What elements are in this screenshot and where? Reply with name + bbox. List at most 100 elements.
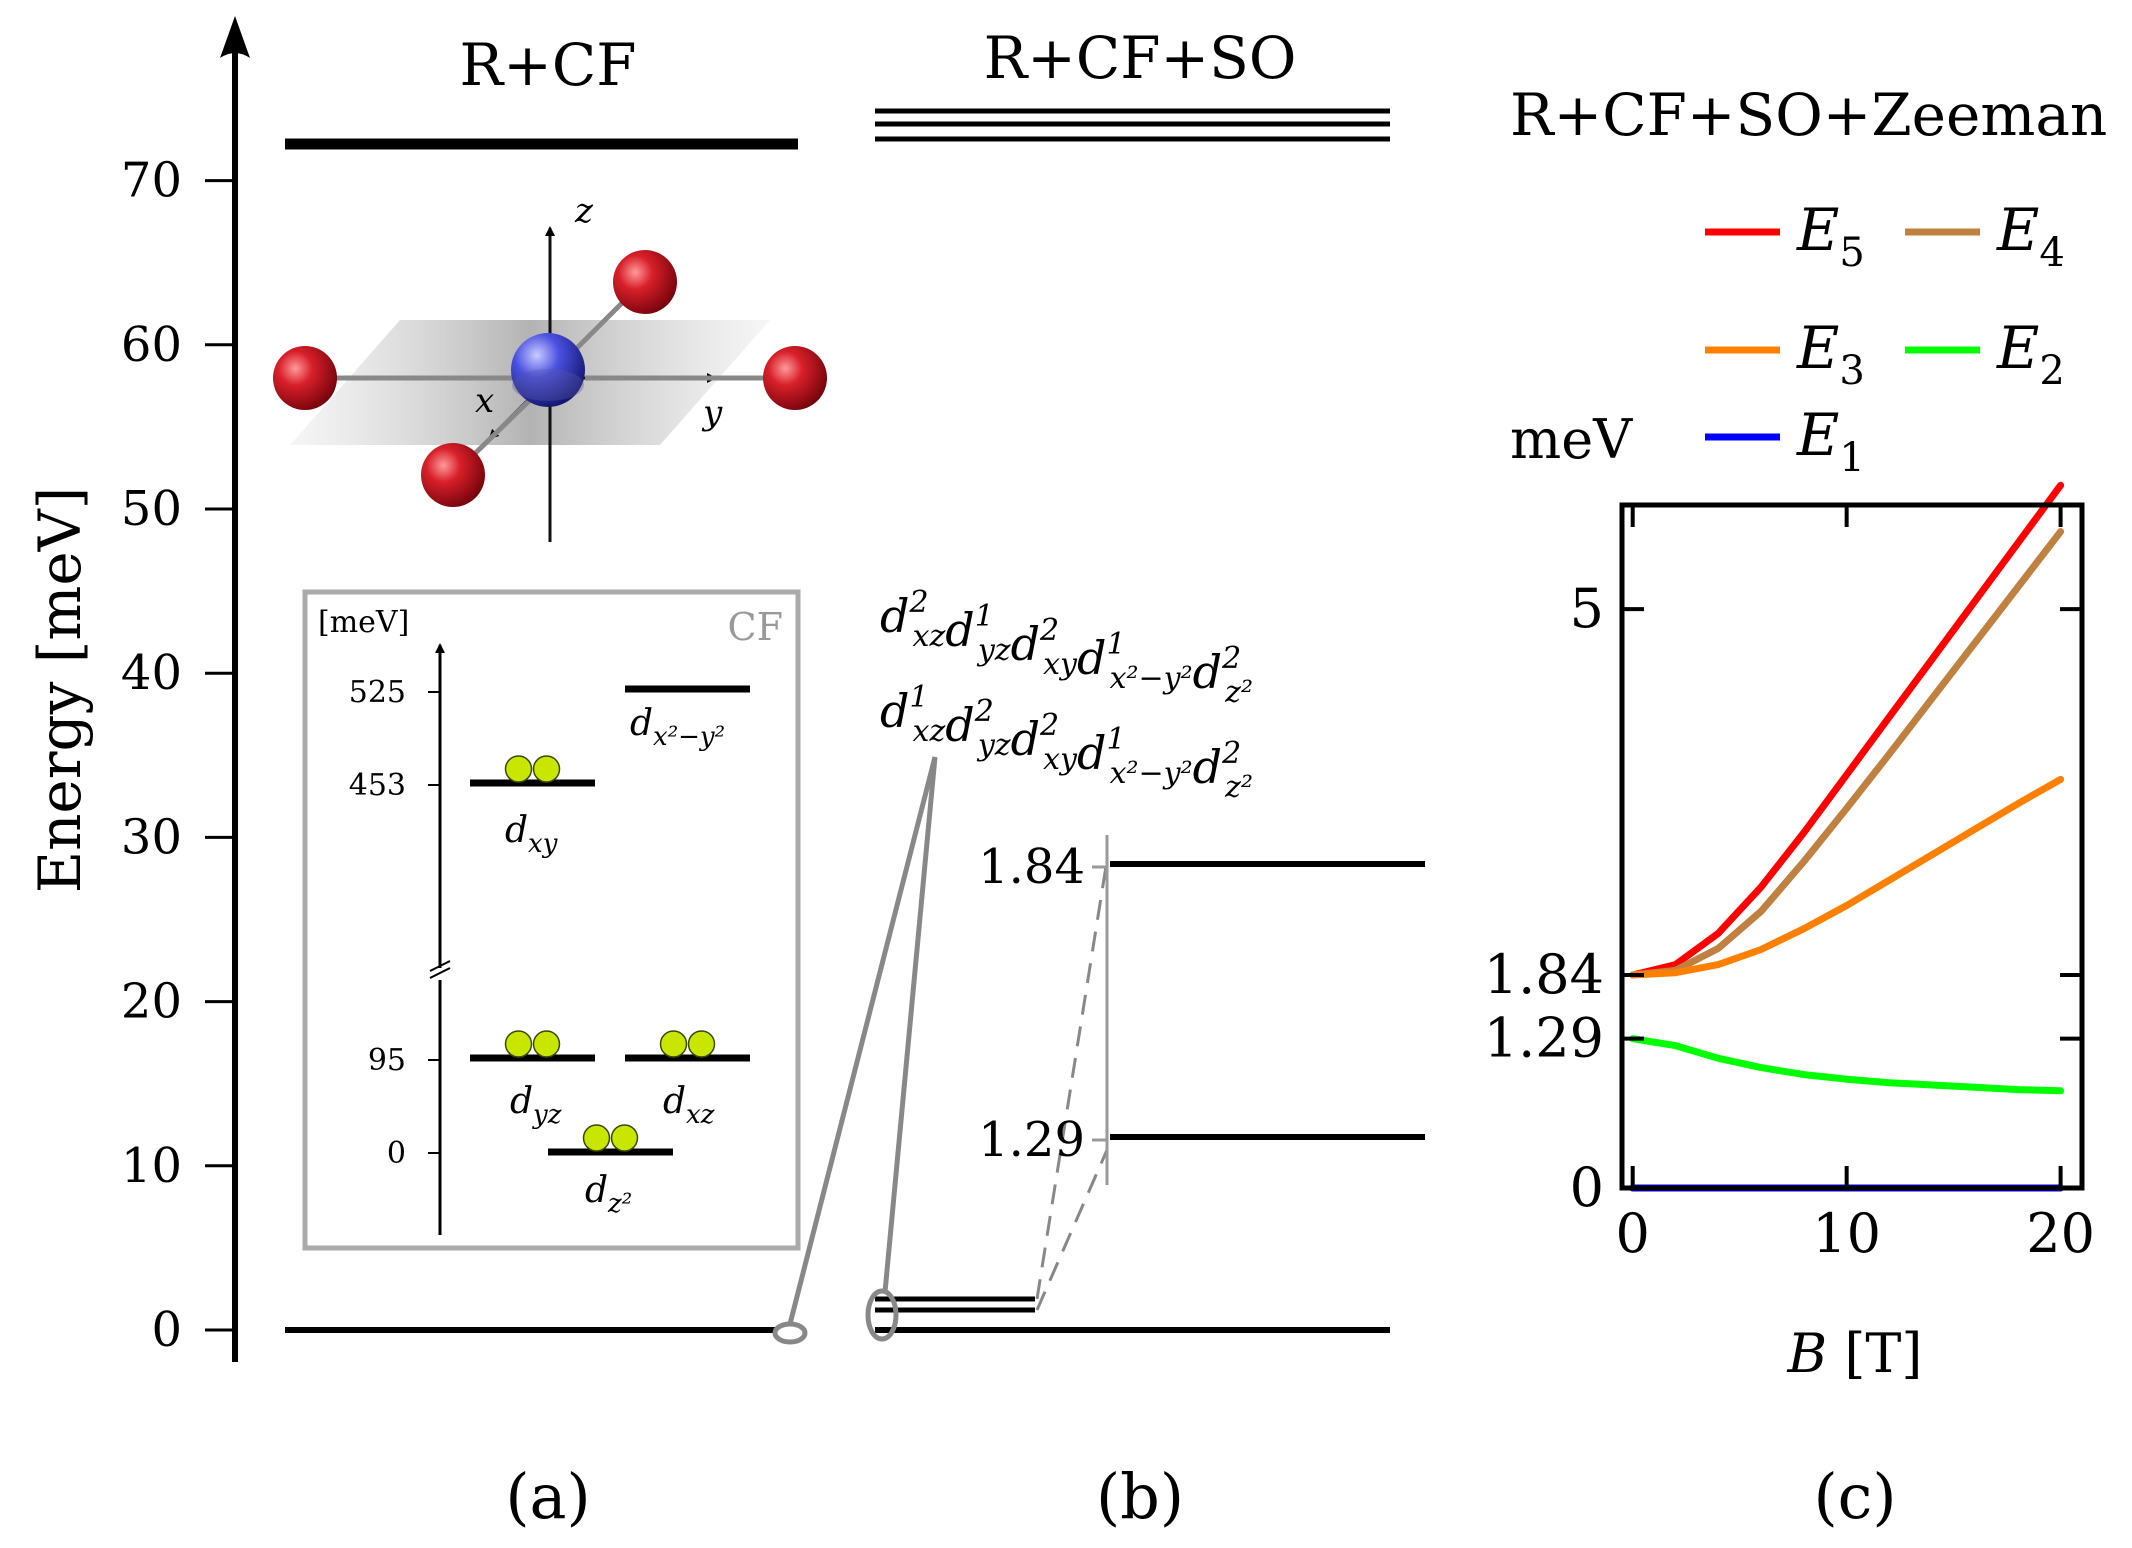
zoom-dash-upper: [1035, 859, 1109, 1300]
chart-frame: [1619, 502, 2085, 1191]
config-orbital-sub: xy: [1043, 647, 1078, 682]
energy-tick-label: 70: [121, 153, 182, 209]
chart-unit-label: meV: [1510, 408, 1633, 471]
orbital-label: dxz: [663, 1081, 715, 1130]
legend-entry: E2: [1905, 314, 2065, 394]
legend-label-base: E: [1996, 314, 2039, 382]
orbital-label-base: d: [630, 703, 653, 744]
legend-label-sub: 1: [1839, 435, 1864, 481]
legend-entry: E5: [1705, 196, 1865, 276]
chart-x-axis-unit: [T]: [1827, 1322, 1922, 1385]
x-tick-label: 10: [1812, 1202, 1881, 1265]
legend-label: E5: [1796, 196, 1865, 276]
panel-c-title: R+CF+SO+Zeeman: [1510, 81, 2107, 149]
inset-tick-label: 525: [349, 675, 406, 710]
molecule-y-label: y: [701, 393, 723, 433]
ligand-atom-left: [273, 346, 337, 410]
legend-label-sub: 5: [1839, 230, 1864, 276]
zoom-line-b: [882, 756, 938, 1293]
config-orbital-base: d: [1011, 712, 1040, 766]
config-orbital-sub: z²: [1224, 770, 1253, 805]
y-tick-label: 5: [1570, 577, 1604, 640]
panel-c-label: (c): [1813, 1460, 1896, 1533]
panel-a-title: R+CF: [460, 31, 637, 99]
orbital-label-sub: yz: [532, 1100, 562, 1130]
y-tick-label: 0: [1570, 1156, 1604, 1219]
panel-b-title: R+CF+SO: [984, 24, 1297, 92]
legend-label-sub: 4: [2039, 230, 2064, 276]
ligand-atom-right: [763, 346, 827, 410]
orbital-level: dxz: [625, 1030, 750, 1130]
legend-label: E2: [1996, 314, 2065, 394]
orbital-level: dyz: [470, 1030, 595, 1130]
series-line-e5: [1629, 481, 2065, 979]
zoom-line-a: [787, 756, 938, 1325]
legend-label: E1: [1796, 401, 1865, 481]
legend-label: E3: [1796, 314, 1865, 394]
series-line-e3: [1629, 775, 2065, 979]
inset-unit-label: [meV]: [318, 605, 409, 640]
molecule-z-label: z: [574, 191, 594, 231]
zoom-tick-label-129: 1.29: [978, 1112, 1085, 1168]
ground-zoom-marker-a: [772, 1321, 808, 1345]
config-orbital-sub: xz: [913, 619, 946, 654]
inset-frame: [302, 589, 801, 1251]
x-tick-label: 20: [2026, 1202, 2095, 1265]
config-orbital-base: d: [880, 589, 909, 643]
config-orbital-base: d: [1193, 740, 1222, 794]
inset-tick-label: 0: [387, 1136, 406, 1171]
chart-series-lines: [1629, 481, 2065, 1192]
config-orbital-base: d: [1077, 631, 1106, 685]
config-orbital-base: d: [1077, 726, 1106, 780]
orbital-level: dx²−y²: [625, 685, 750, 752]
config-occupancy: 2: [1039, 708, 1059, 743]
config-orbital-base: d: [1193, 645, 1222, 699]
orbital-label-sub: xz: [686, 1100, 715, 1130]
energy-tick-label: 20: [121, 974, 182, 1030]
config-occupancy: 1: [1106, 722, 1125, 757]
y-tick-label: 1.84: [1484, 943, 1604, 1006]
legend-label-sub: 3: [1839, 348, 1864, 394]
config-occupancy: 2: [1221, 736, 1241, 771]
legend-entry: E3: [1705, 314, 1865, 394]
legend-label-base: E: [1996, 196, 2039, 264]
zoom-tick-label-184: 1.84: [978, 839, 1085, 895]
zoom-dash-lower: [1035, 1149, 1109, 1311]
legend-label-sub: 2: [2039, 348, 2064, 394]
orbital-label-base: d: [510, 1081, 533, 1122]
config-orbital-sub: x²−y²: [1110, 756, 1193, 791]
series-line-e4: [1629, 528, 2065, 979]
electron-dot: [582, 1124, 611, 1152]
config-occupancy: 1: [909, 680, 928, 715]
energy-tick-label: 60: [121, 317, 182, 373]
orbital-label-sub: xy: [528, 829, 558, 859]
electron-dot: [504, 755, 533, 783]
config-occupancy: 2: [1039, 613, 1059, 648]
ligand-atom-front: [421, 443, 485, 507]
electron-dot: [687, 1030, 716, 1058]
config-orbital-sub: xy: [1043, 742, 1078, 777]
orbital-label-sub: z²: [607, 1189, 632, 1219]
orbital-level: dz²: [548, 1124, 673, 1219]
config-orbital-sub: z²: [1224, 675, 1253, 710]
inset-axis-break: [429, 960, 451, 979]
energy-tick-label: 30: [121, 809, 182, 865]
panel-a-label: (a): [505, 1460, 590, 1533]
electron-dot: [504, 1030, 533, 1058]
inset-tick-label: 95: [368, 1043, 406, 1078]
series-line-e2: [1629, 1035, 2065, 1095]
orbital-label: dyz: [510, 1081, 562, 1130]
config-orbital-sub: x²−y²: [1110, 661, 1193, 696]
config-occupancy: 1: [1106, 627, 1125, 662]
legend-entry: E1: [1705, 401, 1865, 481]
config-orbital-base: d: [880, 684, 909, 738]
config-occupancy: 2: [974, 694, 994, 729]
